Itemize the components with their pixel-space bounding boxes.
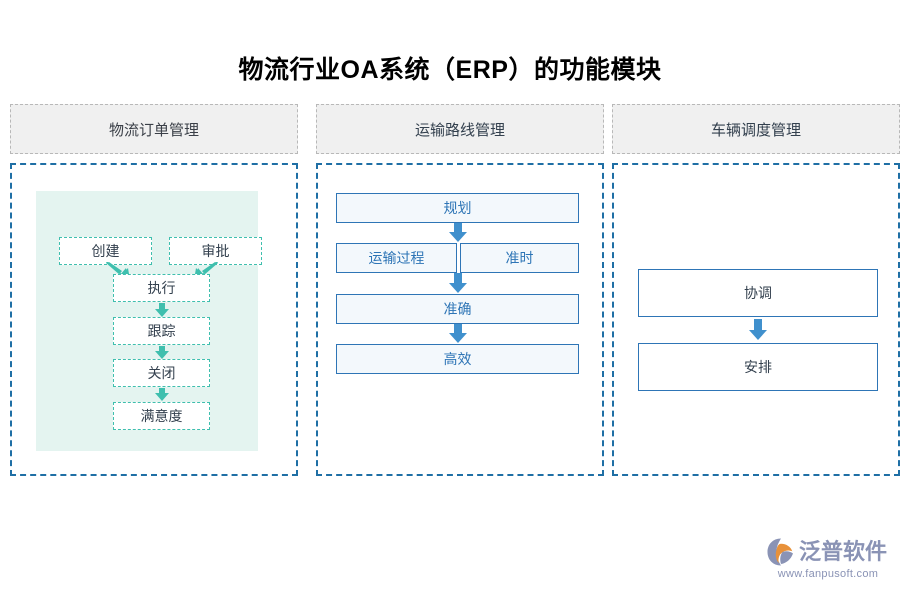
page-title: 物流行业OA系统（ERP）的功能模块 bbox=[238, 56, 662, 84]
column-header-logistics-order: 物流订单管理 bbox=[10, 104, 298, 154]
column-body-vehicle-dispatch: 协调 安排 bbox=[612, 163, 900, 476]
logo-row: 泛普软件 bbox=[766, 536, 890, 568]
node-arrange[interactable]: 安排 bbox=[638, 343, 878, 391]
node-label: 运输过程 bbox=[368, 250, 425, 266]
node-accuracy[interactable]: 准确 bbox=[336, 294, 579, 324]
arrow-accuracy-to-efficiency bbox=[448, 324, 468, 344]
arrow-planning-to-process bbox=[448, 223, 468, 243]
fanpu-logo-icon bbox=[767, 538, 793, 566]
column-vehicle-dispatch: 车辆调度管理 协调 安排 bbox=[612, 104, 900, 476]
column-header-label: 运输路线管理 bbox=[414, 121, 505, 139]
node-execute[interactable]: 执行 bbox=[113, 274, 210, 302]
node-label: 高效 bbox=[443, 351, 472, 367]
node-create[interactable]: 创建 bbox=[59, 237, 152, 265]
node-close[interactable]: 关闭 bbox=[113, 359, 210, 387]
column-body-logistics-order: 创建 审批 执行 bbox=[10, 163, 298, 476]
logo-url: www.fanpusoft.com bbox=[777, 568, 879, 580]
node-label: 跟踪 bbox=[147, 323, 176, 339]
column-logistics-order: 物流订单管理 创建 审批 bbox=[10, 104, 298, 476]
node-label: 执行 bbox=[147, 280, 176, 296]
node-satisfaction[interactable]: 满意度 bbox=[113, 402, 210, 430]
arrow-track-to-close bbox=[154, 346, 170, 360]
node-transport-process[interactable]: 运输过程 bbox=[336, 243, 457, 273]
arrow-process-to-accuracy bbox=[448, 273, 468, 294]
arrow-close-to-satisfaction bbox=[154, 388, 170, 402]
node-label: 准确 bbox=[443, 301, 472, 317]
node-label: 关闭 bbox=[147, 365, 176, 381]
arrow-execute-to-track bbox=[154, 303, 170, 318]
column-header-label: 车辆调度管理 bbox=[710, 121, 801, 139]
node-approve[interactable]: 审批 bbox=[169, 237, 262, 265]
node-label: 审批 bbox=[201, 243, 230, 259]
node-on-time[interactable]: 准时 bbox=[460, 243, 579, 273]
company-logo: 泛普软件 www.fanpusoft.com bbox=[766, 536, 890, 584]
logo-name: 泛普软件 bbox=[799, 539, 888, 564]
arrow-coordinate-to-arrange bbox=[748, 319, 768, 341]
column-transport-route: 运输路线管理 规划 运输过程 准时 bbox=[316, 104, 604, 476]
node-track[interactable]: 跟踪 bbox=[113, 317, 210, 345]
node-label: 准时 bbox=[505, 250, 534, 266]
node-label: 满意度 bbox=[140, 408, 183, 424]
node-planning[interactable]: 规划 bbox=[336, 193, 579, 223]
node-label: 规划 bbox=[443, 200, 472, 216]
column-header-label: 物流订单管理 bbox=[108, 121, 199, 139]
node-coordinate[interactable]: 协调 bbox=[638, 269, 878, 317]
node-label: 协调 bbox=[744, 285, 772, 301]
node-efficiency[interactable]: 高效 bbox=[336, 344, 579, 374]
node-label: 创建 bbox=[91, 243, 120, 259]
node-label: 安排 bbox=[744, 359, 772, 375]
column-header-transport-route: 运输路线管理 bbox=[316, 104, 604, 154]
column-body-transport-route: 规划 运输过程 准时 准确 bbox=[316, 163, 604, 476]
column-header-vehicle-dispatch: 车辆调度管理 bbox=[612, 104, 900, 154]
